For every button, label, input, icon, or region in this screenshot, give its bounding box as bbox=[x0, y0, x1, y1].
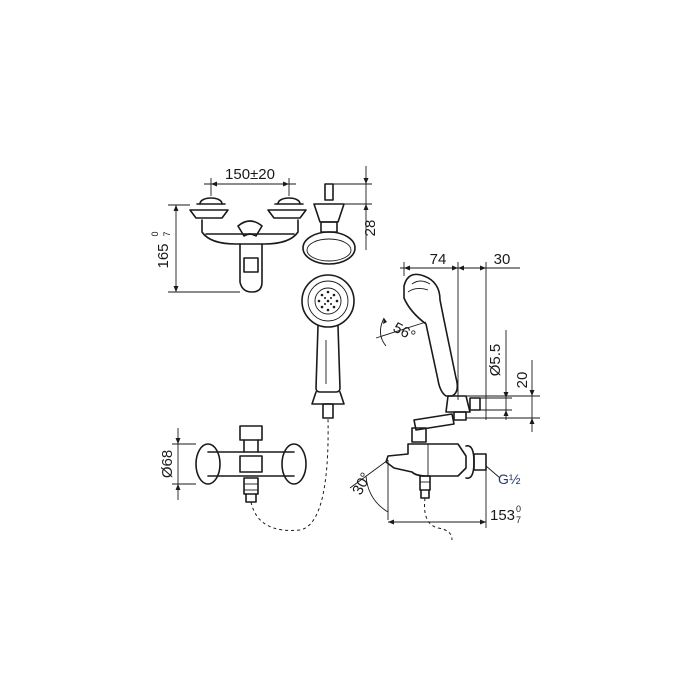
hand-shower-front-view bbox=[301, 274, 355, 419]
mixer-top-view: Ø68 bbox=[159, 417, 329, 531]
dim-74-label: 74 bbox=[430, 251, 447, 268]
height-tol-lower: 7 bbox=[162, 231, 172, 236]
angle-56-label: 56° bbox=[390, 319, 418, 345]
mixer-front-view: 150±20 165 0 7 bbox=[150, 166, 307, 293]
dia-5-5-label: Ø5.5 bbox=[487, 344, 504, 377]
dim-20-label: 20 bbox=[514, 372, 531, 389]
dia-68-label: Ø68 bbox=[159, 450, 176, 478]
dim-153-tol-lower: 7 bbox=[516, 515, 521, 525]
dim-153-tol-upper: 0 bbox=[516, 504, 521, 514]
mixer-side-view: 30° G½ 153 0 7 bbox=[349, 413, 521, 541]
shower-holder-top-view: 28 bbox=[302, 166, 379, 265]
hand-shower-side-view: 74 30 56° Ø5.5 20 bbox=[375, 251, 540, 432]
thread-label: G½ bbox=[498, 471, 521, 487]
height-dimension-label: 165 bbox=[155, 243, 172, 268]
width-dimension-label: 150±20 bbox=[225, 166, 275, 183]
dim-153-label: 153 bbox=[490, 507, 515, 524]
height-tol-upper: 0 bbox=[150, 231, 160, 236]
holder-height-label: 28 bbox=[362, 220, 379, 237]
dim-30-label: 30 bbox=[494, 251, 511, 268]
